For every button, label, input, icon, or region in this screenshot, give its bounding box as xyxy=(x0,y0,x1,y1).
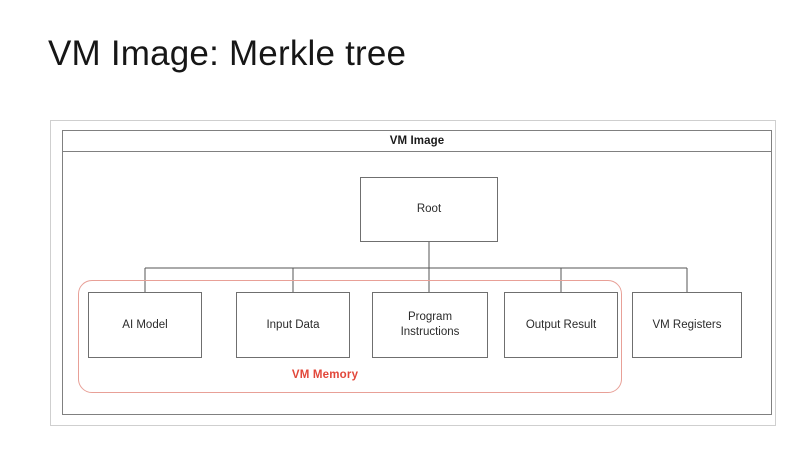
tree-node-program-instructions: Program Instructions xyxy=(372,292,488,358)
tree-node-root-label: Root xyxy=(416,203,442,216)
tree-node-ai-model: AI Model xyxy=(88,292,202,358)
tree-node-program-instructions-label-line1: Program xyxy=(407,311,453,324)
tree-node-input-data: Input Data xyxy=(236,292,350,358)
tree-node-input-data-label: Input Data xyxy=(266,318,320,331)
tree-node-root: Root xyxy=(360,177,498,242)
vm-image-header-label: VM Image xyxy=(62,130,772,152)
tree-node-vm-registers-label: VM Registers xyxy=(652,318,722,331)
tree-node-output-result-label: Output Result xyxy=(525,318,597,331)
vm-memory-group-outline xyxy=(78,280,622,393)
tree-node-ai-model-label: AI Model xyxy=(122,318,168,331)
tree-node-output-result: Output Result xyxy=(504,292,618,358)
vm-memory-label: VM Memory xyxy=(291,369,359,381)
tree-node-program-instructions-label: Program Instructions xyxy=(401,310,460,339)
tree-node-program-instructions-label-line2: Instructions xyxy=(400,326,460,338)
page-title: VM Image: Merkle tree xyxy=(48,34,407,73)
tree-node-vm-registers: VM Registers xyxy=(632,292,742,358)
